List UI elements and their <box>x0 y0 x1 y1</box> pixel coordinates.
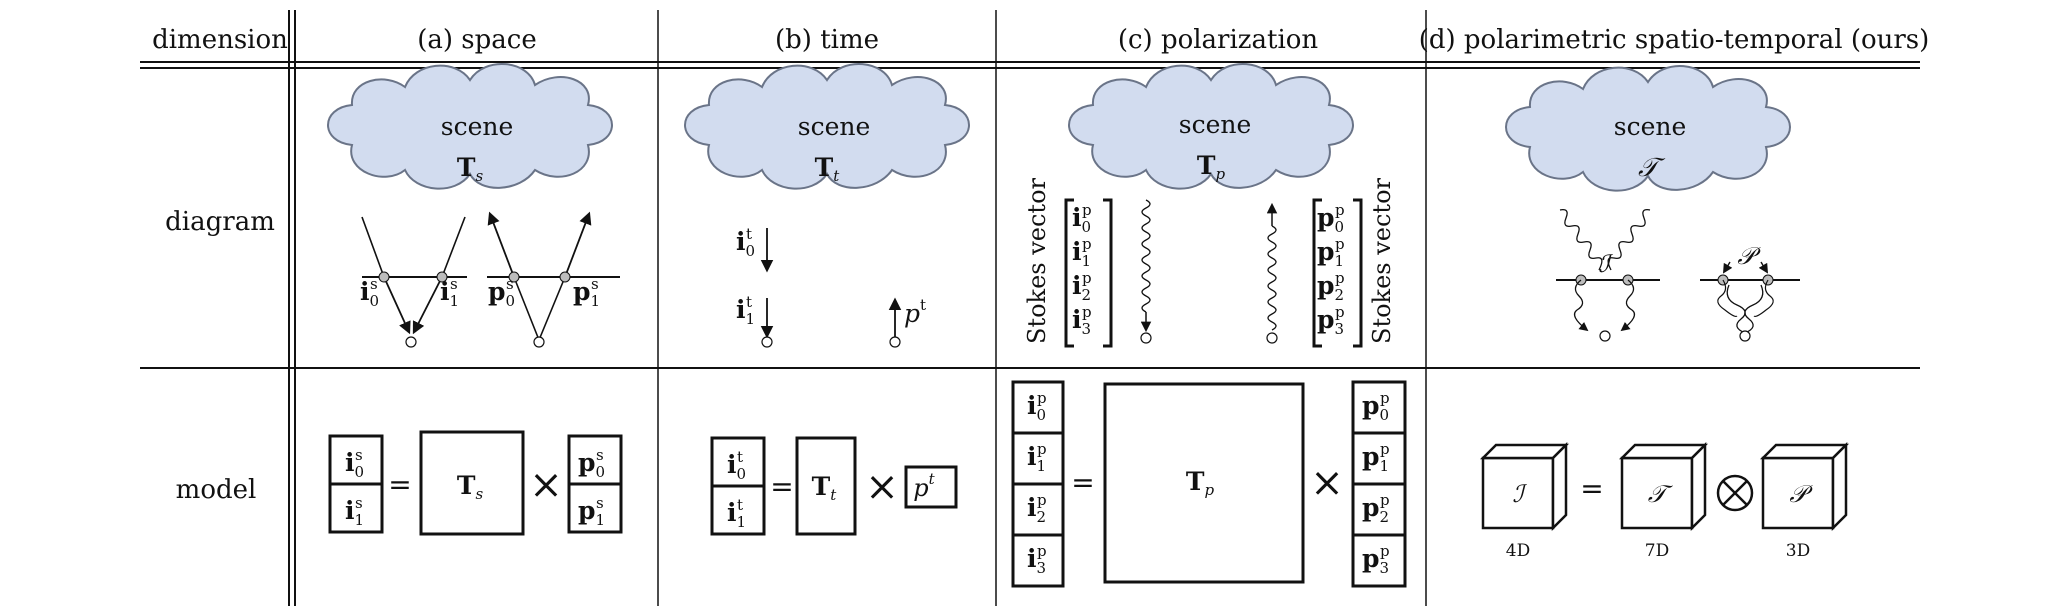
stokes-p2: p2p <box>1317 269 1345 304</box>
label-i0s: i0s <box>360 275 379 310</box>
label-i1t: i1t <box>736 293 755 328</box>
label-P-diagram: 𝒫 <box>1737 242 1761 270</box>
stokes-label-left: Stokes vector <box>1023 177 1051 344</box>
label-I-diagram: ℐ <box>1598 250 1613 278</box>
cloud-math-polarization: Tp <box>1197 151 1226 183</box>
header-col-c: (c) polarization <box>1118 25 1319 55</box>
model-p1p: p1p <box>1362 440 1390 475</box>
header-col-a: (a) space <box>417 25 537 55</box>
model-space: i0s i1s = Ts × p0s p1s <box>328 430 623 536</box>
model-I: ℐ <box>1512 480 1527 508</box>
diagram-polarization: scene Tp Stokes vector i0p i1p i2p i3p p… <box>1023 62 1396 348</box>
model-i1t: i1t <box>727 496 746 531</box>
stokes-i0: i0p <box>1072 201 1092 236</box>
equals-space: = <box>388 468 411 501</box>
header-row: dimension (a) space (b) time (c) polariz… <box>152 25 1929 55</box>
model-p0p: p0p <box>1362 389 1390 424</box>
stokes-p0: p0p <box>1317 201 1345 236</box>
diagram-space: scene Ts i0s i1s p0s p1s <box>327 62 620 348</box>
stokes-i2: i2p <box>1072 269 1092 304</box>
wave-in <box>1141 199 1151 313</box>
header-dimension: dimension <box>152 25 288 55</box>
stokes-i1: i1p <box>1072 235 1092 270</box>
row-label-model: model <box>176 475 257 505</box>
equals-time: = <box>770 470 793 503</box>
cube-T <box>1618 441 1709 532</box>
cloud-label-time: scene <box>798 112 871 141</box>
times-polarization: × <box>1310 460 1344 506</box>
model-p2p: p2p <box>1362 491 1390 526</box>
stokes-p1: p1p <box>1317 235 1345 270</box>
model-i1p: i1p <box>1027 440 1047 475</box>
model-p1s: p1s <box>578 494 605 529</box>
dim-T: 7D <box>1645 541 1669 561</box>
cloud-label-polarization: scene <box>1179 110 1252 139</box>
bracket-left <box>1064 198 1113 348</box>
equals-ours: = <box>1580 472 1603 505</box>
cube-P <box>1759 441 1850 532</box>
label-p1s: p1s <box>573 275 600 310</box>
equals-polarization: = <box>1071 466 1094 499</box>
model-i0p: i0p <box>1027 389 1047 424</box>
stokes-i3: i3p <box>1072 303 1092 338</box>
wave-out <box>1267 225 1277 331</box>
header-col-d: (d) polarimetric spatio-temporal (ours) <box>1419 25 1930 55</box>
model-p0s: p0s <box>578 446 605 481</box>
bracket-right <box>1312 198 1363 348</box>
label-i0t: i0t <box>736 225 755 260</box>
cloud-label-space: scene <box>441 112 514 141</box>
diagram-ours: scene 𝒯 ℐ 𝒫 <box>1505 64 1800 342</box>
model-i1s: i1s <box>345 494 364 529</box>
model-i0s: i0s <box>345 446 364 481</box>
label-i1s: i1s <box>440 275 459 310</box>
model-p3p: p3p <box>1362 542 1390 577</box>
cube-I <box>1479 441 1570 532</box>
otimes-operator <box>1716 474 1754 512</box>
times-space: × <box>529 462 563 508</box>
row-label-diagram: diagram <box>165 207 275 237</box>
model-i0t: i0t <box>727 448 746 483</box>
model-ours: ℐ 4D = 𝒯 7D 𝒫 3D <box>1479 441 1850 561</box>
label-p0s: p0s <box>488 275 515 310</box>
model-i3p: i3p <box>1027 542 1047 577</box>
model-time: i0t i1t = Tt × pt <box>710 436 958 536</box>
dim-P: 3D <box>1786 541 1810 561</box>
diagram-time: scene Tt i0t i1t pt <box>684 62 970 348</box>
model-polarization: i0p i1p i2p i3p = Tp × p0p p1p p2p p3p <box>1011 380 1407 588</box>
stokes-p3: p3p <box>1317 303 1345 338</box>
header-col-b: (b) time <box>775 25 879 55</box>
cloud-label-ours: scene <box>1614 112 1687 141</box>
model-i2p: i2p <box>1027 491 1047 526</box>
dim-I: 4D <box>1506 541 1530 561</box>
times-time: × <box>865 464 899 510</box>
stokes-label-right: Stokes vector <box>1368 177 1396 344</box>
label-pt: pt <box>904 296 926 328</box>
